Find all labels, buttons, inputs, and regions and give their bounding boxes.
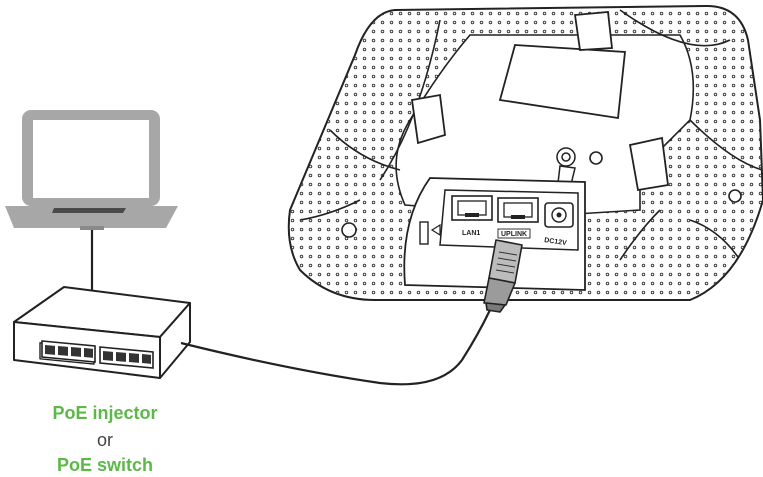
uplink-label-box [497, 228, 531, 239]
ap-mount-tab-left [410, 93, 446, 145]
rj45-boot [483, 277, 516, 306]
laptop-screen [33, 120, 149, 198]
laptop-icon [5, 110, 178, 230]
or-label: or [96, 430, 113, 450]
laptop-keyboard [52, 208, 126, 213]
ap-screw-hole [341, 222, 357, 238]
uplink-label: UPLINK [501, 231, 527, 238]
lan1-label: LAN1 [462, 230, 480, 237]
ap-screw-hole [728, 189, 742, 203]
rj45-connector-icon [483, 239, 523, 313]
ap-mount-tab-right [628, 136, 670, 192]
ethernet-cable [180, 309, 491, 386]
poe-switch-icon [13, 286, 191, 379]
ap-mount-tab-top [573, 11, 613, 51]
dc-power-port [544, 202, 574, 228]
uplink-port [497, 197, 539, 223]
switch-side [159, 302, 191, 379]
lan1-port [451, 195, 493, 221]
access-point-icon: LAN1 UPLINK DC12V [287, 4, 763, 301]
laptop-hinge [80, 226, 104, 230]
switch-port-row [41, 340, 154, 369]
ap-screw-hole [589, 151, 603, 165]
dc12v-label: DC12V [544, 237, 568, 247]
laptop-base [5, 206, 178, 228]
poe-switch-label: PoE switch [56, 455, 154, 475]
reset-button [419, 221, 429, 245]
poe-injector-label: PoE injector [52, 403, 158, 423]
reset-indicator-icon [430, 223, 441, 237]
